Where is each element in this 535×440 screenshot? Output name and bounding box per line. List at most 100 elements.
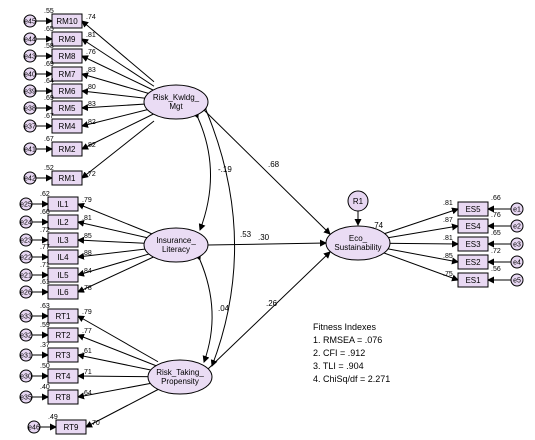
loading-arrow xyxy=(77,203,155,236)
loading-label: .61 xyxy=(82,348,92,355)
indicator-label: RM10 xyxy=(56,17,78,26)
indicator-box xyxy=(51,170,83,186)
indicator-label: ES2 xyxy=(465,258,481,267)
loading-arrow xyxy=(81,88,155,100)
latent-es-label-line2: Sustainability xyxy=(334,243,381,252)
fitness-chisq: 4. ChiSq/df = 2.271 xyxy=(313,374,390,384)
loading-label: .79 xyxy=(82,197,92,204)
indicator-label: RT4 xyxy=(56,372,72,381)
error-label: e26 xyxy=(20,290,32,297)
error-term xyxy=(23,14,37,28)
error-term xyxy=(19,348,33,362)
path-label-rk-es: .68 xyxy=(268,160,280,169)
indicator-label: RM1 xyxy=(59,174,76,183)
indicator-label: RM4 xyxy=(59,122,76,131)
error-label: e21 xyxy=(20,273,32,280)
indicator-box xyxy=(51,141,83,157)
error-term xyxy=(23,67,37,81)
error-term xyxy=(23,171,37,185)
edges xyxy=(32,17,511,431)
indicator-box xyxy=(47,196,79,212)
fitness-tli: 3. TLI = .904 xyxy=(313,361,364,371)
loading-label: .79 xyxy=(82,309,92,316)
error-term xyxy=(19,250,33,264)
r-squared-label: .72 xyxy=(40,227,50,234)
r-squared-label: .58 xyxy=(44,43,54,50)
loading-arrow xyxy=(77,372,159,380)
indicator-box xyxy=(457,218,489,234)
loading-label: .85 xyxy=(443,253,453,260)
path-rk-to-es xyxy=(203,109,331,235)
loading-arrow xyxy=(81,38,155,87)
r-squared-label: .52 xyxy=(44,165,54,172)
loading-label: .83 xyxy=(86,101,96,108)
r-squared-label: .49 xyxy=(48,414,58,421)
latent-rk-label: Risk_Kwldg_ xyxy=(153,93,200,102)
indicator-label: ES4 xyxy=(465,222,481,231)
loading-label: .81 xyxy=(86,32,96,39)
error-term xyxy=(23,119,37,133)
r-squared-label: .66 xyxy=(491,195,501,202)
error-label: e45 xyxy=(24,19,36,26)
indicator-label: RT3 xyxy=(56,351,72,360)
latent-rt-label: Risk_Taking_ xyxy=(156,368,204,377)
loading-label: .76 xyxy=(86,49,96,56)
indicator-box xyxy=(55,419,87,435)
indicator-box xyxy=(51,100,83,116)
fitness-indexes: Fitness Indexes 1. RMSEA = .076 2. CFI =… xyxy=(313,322,390,384)
loading-arrow xyxy=(77,252,155,277)
error-term xyxy=(19,369,33,383)
indicator-label: IL3 xyxy=(57,236,69,245)
error-label: e46 xyxy=(28,425,40,432)
loading-arrow xyxy=(77,333,159,367)
indicator-label: RT9 xyxy=(64,423,80,432)
r-squared-label: .55 xyxy=(44,8,54,15)
loading-label: .87 xyxy=(443,217,453,224)
error-label: e24 xyxy=(20,220,32,227)
r-squared-label: .65 xyxy=(491,230,501,237)
indicator-label: ES1 xyxy=(465,276,481,285)
error-label: e40 xyxy=(24,72,36,79)
loading-label: .78 xyxy=(82,285,92,292)
loading-arrow xyxy=(381,240,459,248)
error-term xyxy=(23,84,37,98)
indicator-box xyxy=(51,66,83,82)
error-label: e31 xyxy=(20,353,32,360)
latent-il-label-line2: Literacy xyxy=(162,245,190,254)
error-term xyxy=(19,390,33,404)
loading-label: .77 xyxy=(82,328,92,335)
indicator-box xyxy=(51,31,83,47)
error-label: e3 xyxy=(513,242,521,249)
error-label: e42 xyxy=(24,176,36,183)
latent-rt-label-line2: Propensity xyxy=(161,377,199,386)
fitness-cfi: 2. CFI = .912 xyxy=(313,348,365,358)
error-label: e35 xyxy=(20,395,32,402)
loading-arrow xyxy=(81,72,155,96)
r-squared-label: .74 xyxy=(372,221,384,230)
latent-il xyxy=(143,227,209,263)
error-term xyxy=(19,268,33,282)
r-squared-label: .62 xyxy=(40,191,50,198)
loading-label: .74 xyxy=(86,14,96,21)
indicator-label: RM5 xyxy=(59,104,76,113)
path-label-il-es: .30 xyxy=(258,233,270,242)
path-il-to-es xyxy=(207,239,327,247)
indicator-label: IL1 xyxy=(57,200,69,209)
indicator-box xyxy=(47,214,79,230)
path-rt-to-es xyxy=(207,251,331,370)
indicator-label: IL5 xyxy=(57,271,69,280)
error-term xyxy=(510,202,524,216)
error-term xyxy=(510,237,524,251)
loading-arrow xyxy=(381,251,459,282)
indicator-label: RM8 xyxy=(59,52,76,61)
loading-arrow xyxy=(77,352,159,372)
loading-arrow xyxy=(77,315,159,363)
indicator-label: RM9 xyxy=(59,35,76,44)
loading-arrow xyxy=(81,20,155,83)
error-term xyxy=(23,32,37,46)
fitness-title: Fitness Indexes xyxy=(313,322,377,332)
indicator-box xyxy=(47,249,79,265)
error-label: e23 xyxy=(20,238,32,245)
r-squared-label: .67 xyxy=(44,113,54,120)
r-squared-label: .56 xyxy=(491,266,501,273)
